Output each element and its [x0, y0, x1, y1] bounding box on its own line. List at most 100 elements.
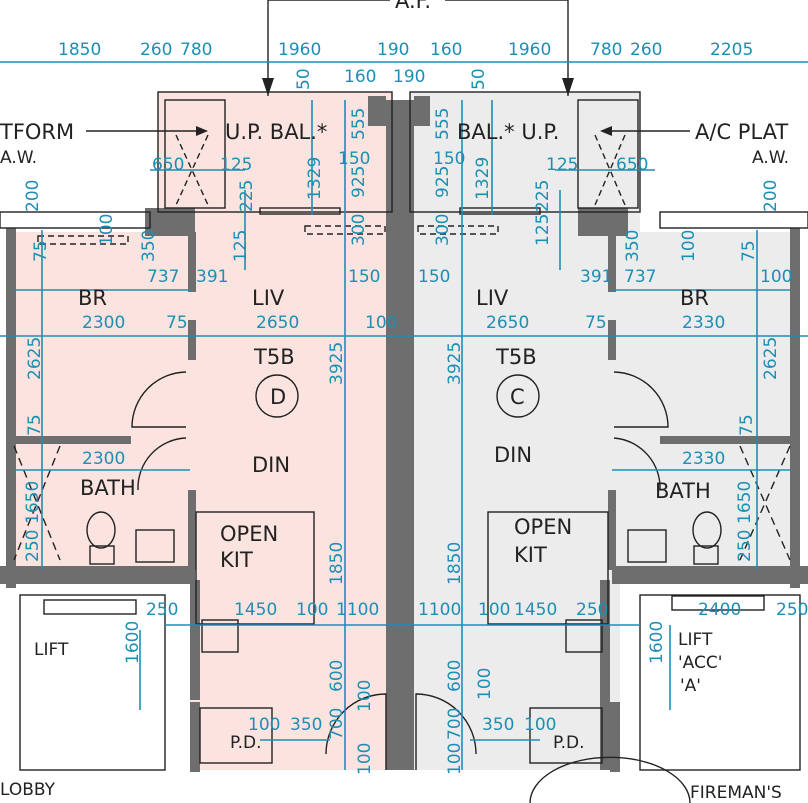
dim: 200 [761, 180, 781, 212]
dim: 225 [237, 180, 257, 212]
dim-top-1960-left: 1960 [278, 40, 321, 60]
dim-top-1850: 1850 [58, 40, 101, 60]
dim: 350 [623, 230, 643, 262]
dim-190-mid: 190 [393, 67, 425, 87]
dim: 391 [580, 267, 612, 287]
label-din-left: DIN [252, 453, 290, 477]
label-lift-left: LIFT [34, 640, 69, 660]
dim-top-190: 190 [377, 40, 409, 60]
dim: 125 [533, 214, 553, 246]
dim-top-260-right: 260 [630, 40, 662, 60]
dim: 925 [349, 166, 369, 198]
label-bal-up-right: BAL.* U.P. [457, 120, 559, 144]
dim: 650 [616, 155, 648, 175]
dim: 100 [679, 230, 699, 262]
label-aw-right: A.W. [752, 148, 789, 168]
dim: 125 [231, 230, 251, 262]
dim: 100 [355, 743, 375, 775]
dim: 3925 [445, 342, 465, 385]
dim: 350 [482, 715, 514, 735]
dim: 925 [433, 166, 453, 198]
dim: 1450 [234, 600, 277, 620]
dim: 75 [25, 414, 45, 436]
label-liv-right: LIV [476, 286, 509, 310]
dim: 2400 [698, 600, 741, 620]
dim: 250 [23, 530, 43, 562]
dim: 100 [296, 600, 328, 620]
label-kit-left: KIT [220, 548, 253, 572]
label-open-left: OPEN [220, 522, 278, 546]
dim-top-1960-right: 1960 [508, 40, 551, 60]
dim: 150 [433, 149, 465, 169]
dim: 1650 [23, 481, 43, 524]
dim: 1100 [336, 600, 379, 620]
dim: 300 [349, 214, 369, 246]
dim: 1450 [514, 600, 557, 620]
dim: 250 [735, 530, 755, 562]
dim: 75 [739, 240, 759, 262]
dim: 100 [365, 313, 397, 333]
label-platform-right: A/C PLAT [695, 120, 788, 144]
dim: 125 [220, 155, 252, 175]
dims-left: 50 555 150 925 1329 650 125 225 200 100 … [23, 68, 397, 775]
dim: 100 [478, 600, 510, 620]
dim: 150 [348, 267, 380, 287]
dim: 100 [445, 743, 465, 775]
label-aw-left: A.W. [0, 148, 37, 168]
dim: 737 [624, 267, 656, 287]
dim: 50 [469, 68, 489, 90]
dim: 1600 [123, 621, 143, 664]
label-open-right: OPEN [514, 515, 572, 539]
label-din-right: DIN [494, 443, 532, 467]
dim: 2330 [682, 449, 725, 469]
af-label: A.F. [395, 0, 431, 13]
dim: 100 [760, 267, 792, 287]
label-unit-d-letter: D [270, 385, 286, 409]
label-lift-a: 'A' [680, 676, 701, 696]
dim: 700 [445, 708, 465, 740]
dim: 250 [576, 600, 608, 620]
dim-top-2205: 2205 [710, 40, 753, 60]
dim: 75 [166, 313, 188, 333]
dim: 555 [433, 108, 453, 140]
dim: 100 [475, 668, 495, 700]
dim: 2300 [82, 313, 125, 333]
label-br-right: BR [680, 286, 709, 310]
dim: 2625 [25, 337, 45, 380]
dim: 150 [418, 267, 450, 287]
label-bath-right: BATH [655, 479, 711, 503]
label-firemans: FIREMAN'S [690, 783, 782, 803]
dims-right: 50 555 150 925 1329 125 650 225 200 100 … [418, 68, 808, 775]
dim: 50 [294, 68, 314, 90]
dim: 1329 [305, 157, 325, 200]
dim: 250 [776, 600, 808, 620]
dim-160-left: 160 [344, 67, 376, 87]
dim: 200 [23, 180, 43, 212]
label-lift-acc: 'ACC' [678, 653, 722, 673]
dim: 1600 [647, 621, 667, 664]
dim: 350 [290, 715, 322, 735]
dim: 125 [546, 155, 578, 175]
dimension-lines [0, 61, 808, 770]
dim: 737 [147, 267, 179, 287]
dim: 1850 [445, 542, 465, 585]
dim: 150 [338, 149, 370, 169]
dim: 1100 [418, 600, 461, 620]
dim: 600 [327, 660, 347, 692]
dim: 3925 [327, 342, 347, 385]
dim: 225 [533, 180, 553, 212]
label-kit-right: KIT [514, 543, 547, 567]
dim: 100 [248, 715, 280, 735]
dim-top-260-left: 260 [140, 40, 172, 60]
dim: 1850 [327, 542, 347, 585]
label-unit-c-name: T5B [495, 345, 537, 369]
dim: 600 [445, 660, 465, 692]
dim: 1329 [473, 157, 493, 200]
dim: 650 [152, 155, 184, 175]
dim: 2625 [761, 337, 781, 380]
dim: 555 [349, 108, 369, 140]
dim: 100 [355, 680, 375, 712]
dim: 1650 [735, 481, 755, 524]
dim: 75 [737, 414, 757, 436]
